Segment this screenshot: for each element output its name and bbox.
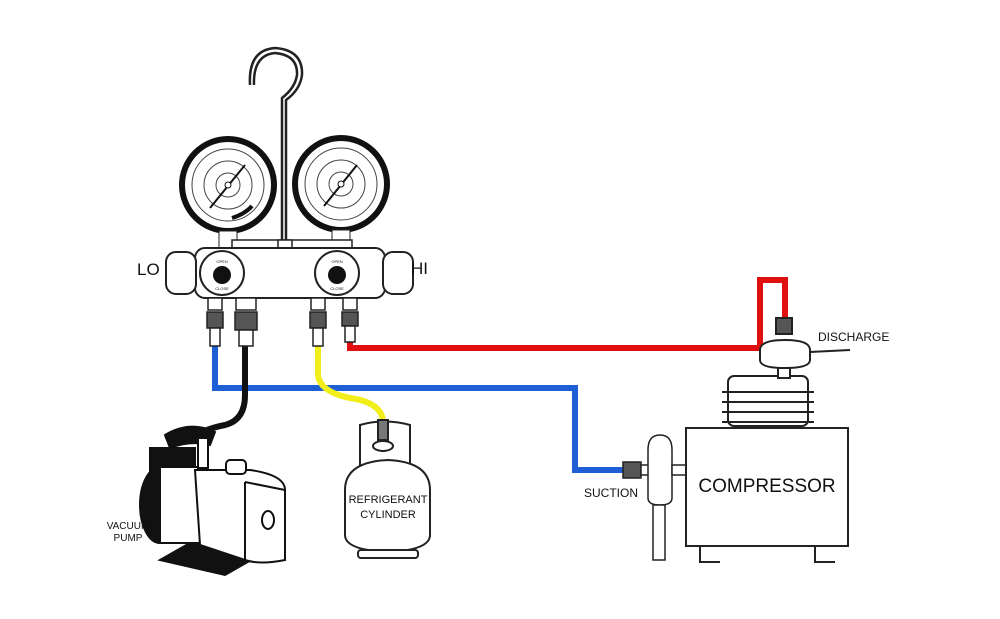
lo-valve-knob[interactable]: OPEN CLOSE: [199, 250, 245, 296]
discharge-label: DISCHARGE: [818, 330, 889, 344]
cylinder-label-2: CYLINDER: [360, 509, 416, 521]
yellow-charging-hose: [315, 345, 386, 421]
vacuum-pump-label-1: VACUUM: [107, 521, 150, 532]
vacuum-pump-label-2: PUMP: [114, 533, 143, 544]
hi-open-text: OPEN: [331, 259, 342, 264]
vacuum-pump: [139, 425, 286, 577]
hi-valve-knob[interactable]: OPEN CLOSE: [314, 250, 360, 296]
hi-side-knob: [382, 251, 414, 295]
lo-label: LO: [137, 260, 160, 279]
hi-label: HI: [411, 259, 428, 278]
hanger-hook: [248, 46, 304, 245]
refrigerant-cylinder: [344, 419, 431, 559]
lo-open-text: OPEN: [216, 259, 227, 264]
lo-side-knob: [165, 251, 197, 295]
compressor: [685, 317, 851, 563]
low-pressure-gauge: [179, 136, 277, 249]
manifold-fittings: [206, 297, 359, 347]
suction-label: SUCTION: [584, 486, 638, 500]
suction-fitting: [622, 434, 687, 561]
high-pressure-gauge: [292, 135, 390, 249]
compressor-label: COMPRESSOR: [698, 476, 835, 497]
blue-low-side-hose: [212, 345, 625, 473]
red-high-side-hose: [347, 277, 788, 351]
cylinder-label-1: REFRIGERANT: [349, 494, 428, 506]
lo-close-text: CLOSE: [215, 286, 229, 291]
hi-close-text: CLOSE: [330, 286, 344, 291]
